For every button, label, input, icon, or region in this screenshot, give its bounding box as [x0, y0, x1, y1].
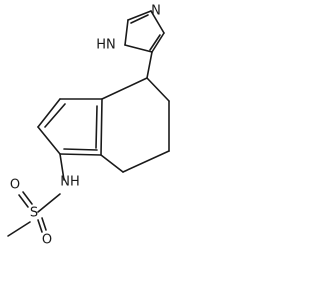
imidazole-ring	[124, 10, 165, 53]
structure-drawing: N HN NH S O O	[7, 4, 170, 248]
atom-label-o-top: O	[10, 178, 20, 193]
bond	[37, 98, 61, 128]
bond	[124, 19, 129, 46]
saturated-ring	[100, 77, 170, 173]
bond	[146, 77, 170, 102]
bond	[63, 148, 98, 151]
bond	[124, 44, 153, 53]
molecule-diagram: N HN NH S O O	[7, 4, 170, 248]
atom-label-hn: HN	[96, 38, 116, 53]
bond	[41, 217, 47, 231]
bond	[151, 32, 165, 53]
bond	[37, 219, 43, 233]
sulfonamide-chain	[7, 153, 65, 237]
bond	[44, 103, 66, 128]
atom-label-nh: NH	[60, 175, 80, 190]
bond	[100, 98, 103, 156]
bond	[37, 193, 61, 213]
bond	[127, 10, 152, 21]
bond	[18, 194, 29, 208]
bond	[101, 77, 148, 100]
atom-label-o-bottom: O	[42, 233, 52, 248]
bond	[149, 34, 161, 51]
bond	[146, 51, 153, 79]
bond	[130, 14, 149, 24]
bond	[95, 105, 98, 149]
bond	[100, 154, 124, 173]
atom-label-s: S	[30, 206, 38, 221]
bond	[37, 126, 61, 155]
bond	[59, 153, 102, 156]
bond	[7, 221, 31, 237]
atom-label-n: N	[151, 4, 161, 19]
bond	[59, 153, 65, 181]
benzene-ring	[37, 98, 103, 156]
bond	[122, 150, 170, 173]
bond	[150, 10, 165, 34]
bond	[22, 191, 33, 205]
